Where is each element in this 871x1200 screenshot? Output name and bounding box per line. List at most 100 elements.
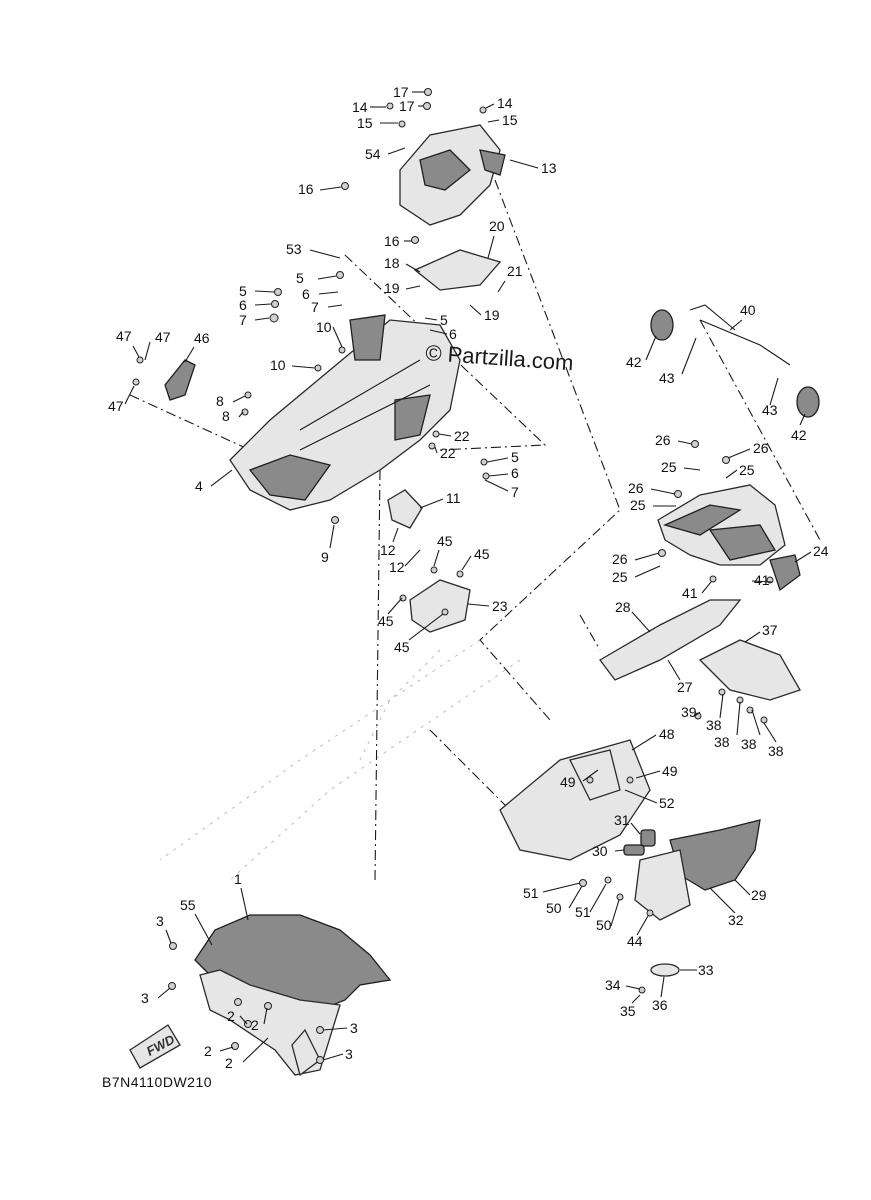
leader-lines — [124, 91, 812, 1063]
callout-label: 45 — [437, 533, 453, 549]
part-23-cover — [409, 579, 471, 633]
callout-label: 37 — [762, 622, 778, 638]
callout-label: 38 — [714, 734, 730, 750]
callout-label: 18 — [384, 255, 400, 271]
callout-label: 11 — [446, 490, 461, 506]
callout-label: 29 — [751, 887, 767, 903]
diagram-code: B7N4110DW210 — [102, 1074, 212, 1090]
callout-label: 41 — [754, 572, 770, 588]
callout-label: 25 — [661, 459, 677, 475]
callout-label: 22 — [454, 428, 470, 444]
callout-label: 16 — [384, 233, 400, 249]
ghost-lines — [159, 639, 521, 881]
callout-label: 46 — [194, 330, 210, 346]
callout-label: 45 — [378, 613, 394, 629]
callout-label: 36 — [652, 997, 668, 1013]
callout-label: 15 — [357, 115, 373, 131]
callout-label: 25 — [630, 497, 646, 513]
callout-label: 35 — [620, 1003, 636, 1019]
callout-label: 42 — [626, 354, 642, 370]
callout-label: 47 — [155, 329, 171, 345]
part-18-plate — [413, 249, 502, 291]
callout-label: 49 — [560, 774, 576, 790]
callout-label: 6 — [302, 286, 310, 302]
callout-label: 26 — [628, 480, 644, 496]
callout-label: 25 — [739, 462, 755, 478]
callout-label: 5 — [296, 270, 304, 286]
part-37-plate — [698, 639, 801, 701]
callout-label: 17 — [393, 84, 409, 100]
callout-label: 41 — [682, 585, 698, 601]
part-11-bracket — [387, 489, 423, 529]
callout-label: 10 — [316, 319, 332, 335]
callout-label: 13 — [541, 160, 557, 176]
callout-label: 6 — [449, 326, 457, 342]
callout-label: 8 — [222, 408, 230, 424]
part-40-bar — [650, 304, 820, 418]
callout-label: 3 — [345, 1046, 353, 1062]
callout-label: 45 — [474, 546, 490, 562]
callout-label: 39 — [681, 704, 697, 720]
callout-label: 7 — [511, 484, 519, 500]
part-33-nut — [650, 963, 680, 977]
callout-label: 51 — [575, 904, 591, 920]
callout-label: 2 — [227, 1008, 235, 1024]
callout-label: 50 — [546, 900, 562, 916]
callout-label: 17 — [399, 98, 415, 114]
fwd-arrow-icon: FWD — [129, 1024, 181, 1069]
callout-label: 55 — [180, 897, 196, 913]
callout-label: 25 — [612, 569, 628, 585]
callout-label: 52 — [659, 795, 675, 811]
callout-label: 51 — [523, 885, 539, 901]
callout-label: 12 — [380, 542, 396, 558]
callout-label: 2 — [251, 1017, 259, 1033]
callout-label: 24 — [813, 543, 829, 559]
callout-label: 42 — [791, 427, 807, 443]
callout-label: 47 — [116, 328, 132, 344]
callout-label: 7 — [311, 299, 319, 315]
callout-label: 32 — [728, 912, 744, 928]
callout-label: 26 — [753, 440, 769, 456]
callout-label: 10 — [270, 357, 286, 373]
assembly-lines — [129, 179, 821, 881]
callout-label: 3 — [156, 913, 164, 929]
callout-label: 5 — [239, 283, 247, 299]
callout-label: 49 — [662, 763, 678, 779]
callout-label: 9 — [321, 549, 329, 565]
callout-labels: 17 17 14 15 14 15 54 13 16 16 53 20 18 2… — [108, 84, 829, 1071]
callout-label: 5 — [440, 312, 448, 328]
callout-label: 5 — [511, 449, 519, 465]
callout-label: 30 — [592, 843, 608, 859]
callout-label: 16 — [298, 181, 314, 197]
callout-label: 40 — [740, 302, 756, 318]
callout-label: 3 — [350, 1020, 358, 1036]
callout-label: 14 — [352, 99, 368, 115]
callout-label: 48 — [659, 726, 675, 742]
callout-label: 6 — [511, 465, 519, 481]
part-48-inner-fender — [499, 739, 651, 861]
callout-label: 47 — [108, 398, 124, 414]
callout-label: 7 — [239, 312, 247, 328]
callout-label: 20 — [489, 218, 505, 234]
callout-label: 44 — [627, 933, 643, 949]
callout-label: 8 — [216, 393, 224, 409]
callout-label: 19 — [484, 307, 500, 323]
part-13-bracket — [399, 124, 506, 226]
fasteners — [132, 88, 774, 1064]
part-1-front-fender — [194, 914, 392, 1077]
callout-label: 26 — [612, 551, 628, 567]
part-24-tail-cover — [657, 484, 801, 592]
callout-label: 3 — [141, 990, 149, 1006]
callout-label: 33 — [698, 962, 714, 978]
callout-label: 31 — [614, 812, 630, 828]
callout-label: 54 — [365, 146, 381, 162]
part-28-rail — [599, 599, 742, 681]
callout-label: 19 — [384, 280, 400, 296]
callout-label: 34 — [605, 977, 621, 993]
callout-label: 4 — [195, 478, 203, 494]
callout-label: 12 — [389, 559, 405, 575]
part-4-frame — [229, 314, 461, 511]
part-46-bracket — [164, 359, 196, 401]
callout-label: 26 — [655, 432, 671, 448]
